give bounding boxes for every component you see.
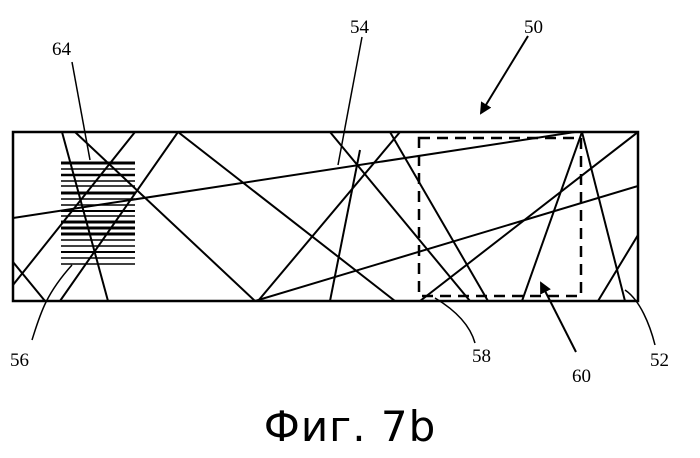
reference-label-58: 58: [472, 346, 491, 367]
leader-64: [72, 62, 90, 160]
leader-54: [338, 37, 362, 165]
arrow-50: [481, 36, 528, 113]
reference-label-56: 56: [10, 350, 29, 371]
reference-label-64: 64: [52, 39, 72, 60]
figure-caption: Фиг. 7b: [0, 402, 700, 451]
reference-label-54: 54: [350, 17, 370, 38]
reference-label-52: 52: [650, 350, 669, 371]
reference-label-60: 60: [572, 366, 591, 387]
reference-label-50: 50: [524, 17, 543, 38]
leader-58: [435, 298, 475, 343]
dashed-region: [419, 138, 581, 296]
arrow-60: [541, 283, 576, 352]
leader-56: [32, 265, 72, 340]
leader-52: [625, 290, 655, 345]
